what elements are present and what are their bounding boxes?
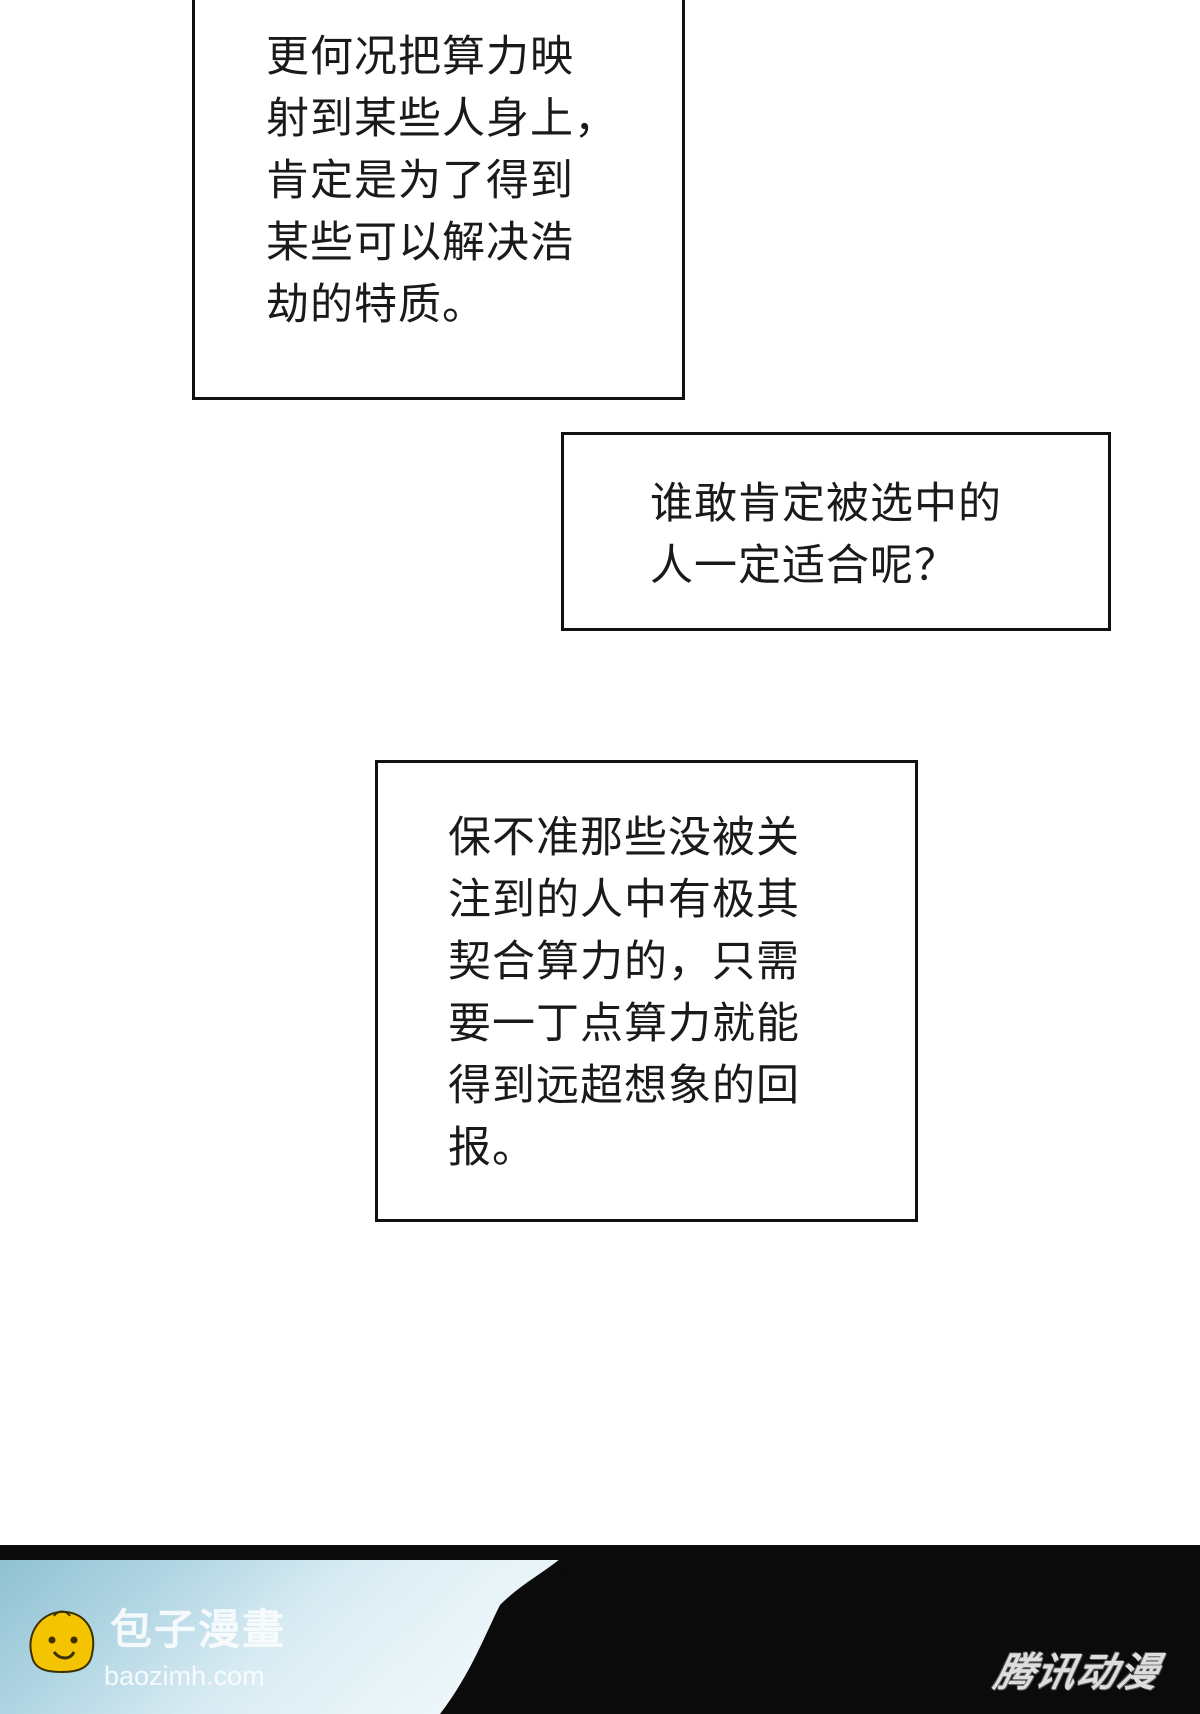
caption-box-1: 更何况把算力映 射到某些人身上， 肯定是为了得到 某些可以解决浩 劫的特质。 bbox=[192, 0, 685, 400]
watermark-title: 包子漫畫 bbox=[110, 1605, 287, 1654]
caption-box-2: 谁敢肯定被选中的 人一定适合呢？ bbox=[561, 432, 1111, 631]
caption-line: 劫的特质。 bbox=[266, 280, 486, 330]
watermark-url: baozimh.com bbox=[104, 1661, 265, 1691]
caption-line: 肯定是为了得到 bbox=[266, 156, 574, 206]
caption-line: 得到远超想象的回 bbox=[448, 1061, 800, 1111]
next-panel-preview bbox=[0, 1545, 1200, 1714]
publisher-watermark: 腾讯动漫 bbox=[990, 1650, 1164, 1696]
bun-face-icon bbox=[29, 1610, 95, 1674]
caption-line: 要一丁点算力就能 bbox=[448, 999, 800, 1049]
caption-text-1: 更何况把算力映 射到某些人身上， 肯定是为了得到 某些可以解决浩 劫的特质。 bbox=[266, 26, 618, 336]
caption-line: 人一定适合呢？ bbox=[650, 541, 958, 591]
caption-line: 保不准那些没被关 bbox=[448, 813, 800, 863]
caption-text-3: 保不准那些没被关 注到的人中有极其 契合算力的，只需 要一丁点算力就能 得到远超… bbox=[448, 807, 800, 1179]
caption-line: 更何况把算力映 bbox=[266, 32, 574, 82]
caption-text-2: 谁敢肯定被选中的 人一定适合呢？ bbox=[650, 473, 1002, 597]
caption-line: 谁敢肯定被选中的 bbox=[650, 479, 1002, 529]
caption-line: 注到的人中有极其 bbox=[448, 875, 800, 925]
caption-line: 报。 bbox=[448, 1123, 536, 1173]
caption-line: 某些可以解决浩 bbox=[266, 218, 574, 268]
sky-and-silhouette-art bbox=[0, 1545, 1200, 1714]
caption-box-3: 保不准那些没被关 注到的人中有极其 契合算力的，只需 要一丁点算力就能 得到远超… bbox=[375, 760, 918, 1222]
caption-line: 契合算力的，只需 bbox=[448, 937, 800, 987]
caption-line: 射到某些人身上， bbox=[266, 94, 618, 144]
